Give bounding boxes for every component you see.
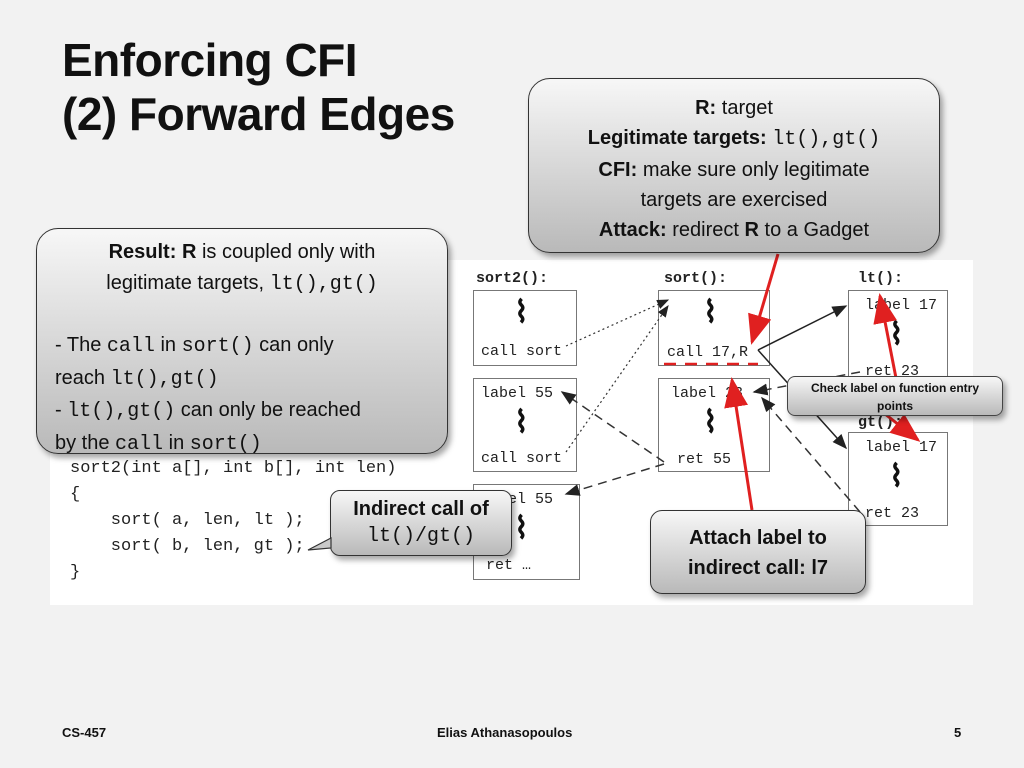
sort2-call-sort-1: call sort	[481, 343, 563, 360]
squiggle-icon: ⌇	[889, 460, 904, 493]
result-text-2: legitimate targets,	[106, 271, 270, 294]
bullet-2-targets: lt(),gt()	[67, 400, 176, 423]
squiggle-icon: ⌇	[514, 406, 529, 439]
sort-ret-55: ret 55	[677, 451, 732, 468]
gt-ret-23: ret 23	[865, 505, 920, 522]
attach-label-callout: Attach label to indirect call: l7	[650, 510, 866, 594]
cfi-label: CFI:	[598, 159, 638, 181]
result-callout: Result: R is coupled only with legitimat…	[36, 228, 448, 456]
sort2-block-2: label 55 ⌇ call sort	[473, 378, 577, 472]
bullet-1-targets: lt(),gt()	[110, 367, 219, 391]
bullet-1-text-a: - The	[55, 334, 107, 356]
attack-label: Attack:	[598, 219, 667, 241]
call-to-lt-arrow	[757, 305, 848, 351]
cfi-text: make sure only legitimate	[637, 159, 870, 181]
gt-block: label 17 ⌇ ret 23	[848, 432, 948, 526]
slide-title: Enforcing CFI (2) Forward Edges	[62, 34, 455, 142]
check-label-callout: Check label on function entry points	[787, 376, 1003, 416]
bullet-1-sort: sort()	[181, 335, 254, 358]
sort2-header: sort2():	[476, 270, 549, 287]
r-target-callout: R: target Legitimate targets: lt(),gt() …	[528, 78, 940, 253]
code-snippet: sort2(int a[], int b[], int len) { sort( …	[70, 456, 396, 586]
result-label: Result:	[108, 241, 177, 263]
red-arrow-check-lt	[873, 293, 898, 379]
lt-header: lt():	[858, 270, 904, 287]
gt-return-arrow	[761, 396, 861, 513]
attach-label-line-1: Attach label to	[689, 527, 827, 549]
squiggle-icon: ⌇	[703, 296, 718, 329]
result-code: lt(),gt()	[269, 272, 378, 296]
footer-page-number: 5	[954, 725, 962, 740]
sort2-block-1: ⌇ call sort	[473, 290, 577, 366]
indirect-call-callout: Indirect call of lt()/gt()	[330, 490, 512, 556]
legit-label: Legitimate targets:	[587, 127, 767, 149]
bullet-1-call: call	[106, 335, 155, 358]
sort-call-17-r: call 17,R	[667, 344, 749, 361]
attach-label-line-2: indirect call: l7	[687, 557, 829, 579]
attack-r: R	[744, 219, 759, 241]
code-line-2: {	[70, 485, 81, 504]
squiggle-icon: ⌇	[703, 406, 718, 439]
sort-return-arrow-1	[560, 391, 665, 463]
bullet-2-sort: sort()	[189, 432, 262, 456]
bullet-2-text-b: by the	[55, 431, 116, 454]
r-label: R:	[695, 97, 717, 119]
check-label-text: Check label on function entry points	[810, 381, 980, 413]
attack-text: redirect	[666, 219, 745, 241]
indirect-call-code: lt()/gt()	[366, 525, 476, 548]
sort-return-arrow-2	[564, 463, 665, 496]
code-line-5: }	[70, 563, 81, 582]
code-line-1: sort2(int a[], int b[], int len)	[70, 459, 397, 478]
title-line-1: Enforcing CFI	[62, 34, 358, 86]
bullet-2-dash: -	[55, 399, 68, 421]
red-arrow-attach	[724, 377, 754, 511]
attack-gadget: to a Gadget	[758, 219, 870, 241]
result-r: R	[181, 241, 197, 263]
lt-ret-23: ret 23	[865, 363, 920, 380]
red-arrow-to-r	[748, 253, 780, 345]
bullet-2-text: can only be reached	[175, 399, 361, 421]
sort2-label-55-a: label 55	[481, 385, 554, 402]
squiggle-icon: ⌇	[514, 512, 529, 545]
sort2-call-sort-2: call sort	[481, 450, 563, 467]
cfi-text-cont: targets are exercised	[640, 189, 828, 211]
footer-author: Elias Athanasopoulos	[437, 725, 573, 740]
squiggle-icon: ⌇	[889, 318, 904, 351]
footer-course: CS-457	[62, 725, 107, 740]
sort-header: sort():	[664, 270, 728, 287]
r-target-text: target	[716, 97, 773, 119]
code-line-3: sort( a, len, lt );	[70, 511, 305, 530]
bullet-1-text-c: can only	[253, 334, 334, 356]
bullet-1-text-d: reach	[55, 366, 111, 389]
code-line-4: sort( b, len, gt );	[70, 537, 305, 556]
dotted-call-arrow-1	[565, 299, 670, 347]
bullet-2-call: call	[115, 432, 164, 456]
result-text: is coupled only with	[196, 241, 376, 263]
squiggle-icon: ⌇	[514, 296, 529, 329]
gt-label-17: label 17	[865, 439, 938, 456]
indirect-call-text: Indirect call of	[353, 498, 489, 520]
bullet-2-text-c: in	[163, 431, 190, 454]
sort-block-2: label 23 ⌇ ret 55	[658, 378, 770, 472]
bullet-1-text-b: in	[154, 334, 182, 356]
sort2-ret: ret …	[486, 557, 532, 574]
title-line-2: (2) Forward Edges	[62, 87, 455, 140]
legit-targets-code: lt(),gt()	[772, 128, 881, 151]
